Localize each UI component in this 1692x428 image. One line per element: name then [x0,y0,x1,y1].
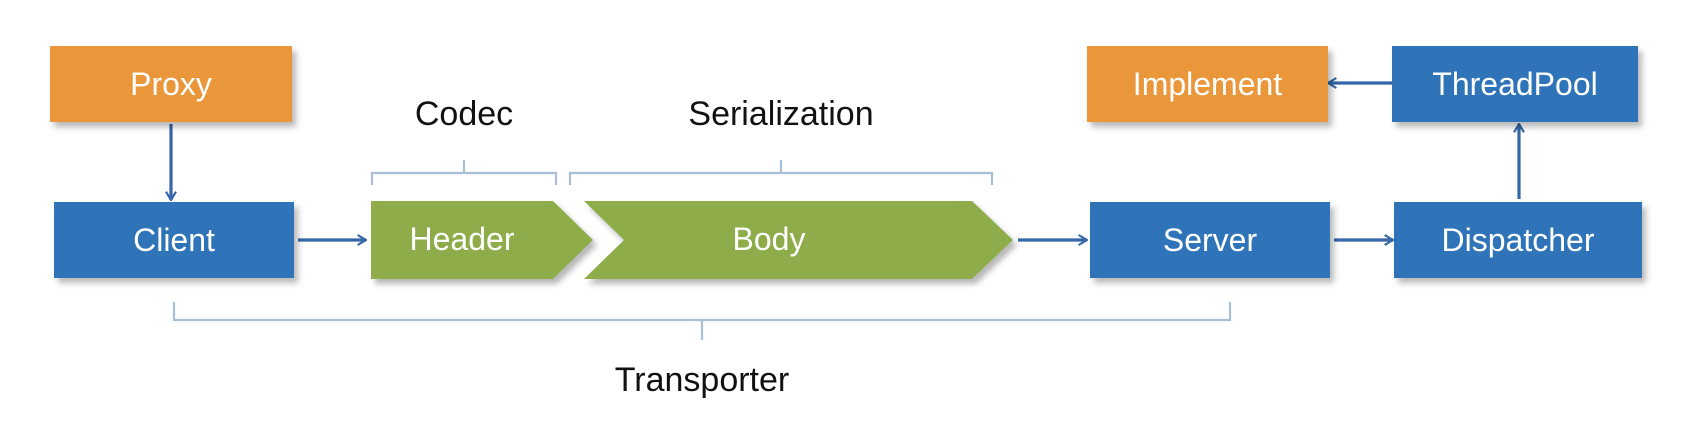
body-label: Body [732,221,806,257]
threadpool-node: ThreadPool [1392,46,1638,122]
client-label: Client [133,221,215,258]
server-label: Server [1162,221,1258,258]
implement-label: Implement [1132,65,1283,102]
proxy-node: Proxy [50,46,292,122]
implement-node: Implement [1087,46,1328,122]
body-chevron [584,201,1013,279]
transporter-group-label: Transporter [614,361,790,399]
client-node: Client [54,202,294,278]
serialization-group-label: Serialization [688,95,874,133]
codec-group-label: Codec [414,95,514,133]
codec-bracket [370,160,558,185]
header-label: Header [409,221,515,257]
transporter-bracket [172,302,1232,340]
proxy-label: Proxy [130,65,212,102]
dispatcher-label: Dispatcher [1441,221,1595,258]
server-node: Server [1090,202,1330,278]
header-chevron [371,201,593,279]
serialization-bracket [568,160,994,185]
dispatcher-node: Dispatcher [1394,202,1642,278]
threadpool-label: ThreadPool [1432,65,1598,102]
